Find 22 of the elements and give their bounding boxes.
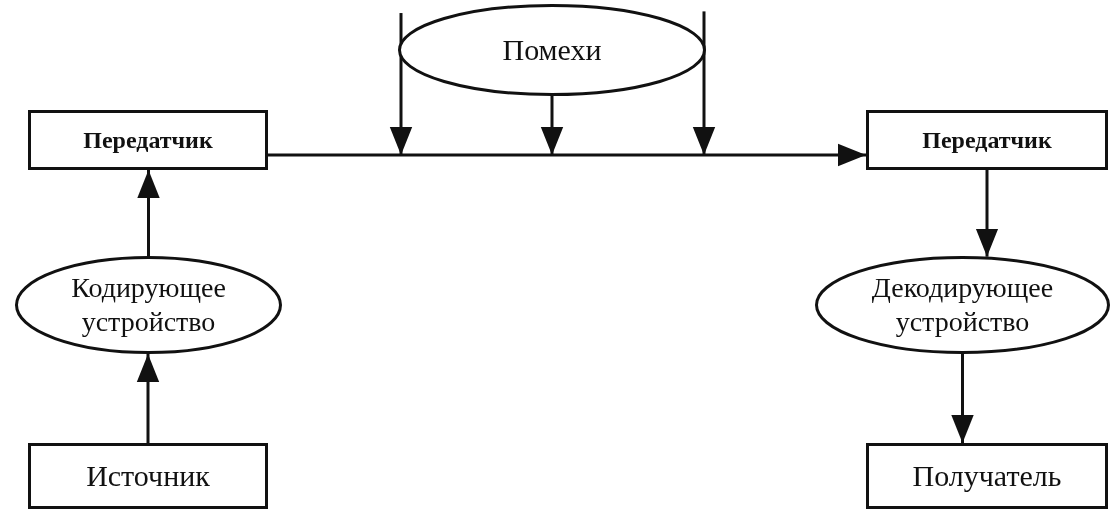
process-box: [28, 443, 268, 509]
node-label: Кодирующее устройство: [70, 271, 227, 339]
node-label: Передатчик: [83, 125, 213, 155]
node-label: Помехи: [502, 32, 602, 68]
arrow: [268, 143, 866, 167]
process-box: [866, 443, 1108, 509]
arrow: [136, 354, 160, 443]
process-box: [28, 110, 268, 170]
node-label: Декодирующее устройство: [870, 271, 1055, 339]
node-label: Источник: [86, 458, 210, 494]
arrow: [692, 11, 716, 155]
arrow: [951, 354, 974, 443]
arrow: [975, 170, 999, 257]
arrow: [389, 13, 413, 155]
node-label: Передатчик: [922, 125, 1052, 155]
ellipse-node: [398, 4, 706, 96]
arrow: [540, 96, 564, 155]
arrow: [137, 170, 160, 256]
ellipse-node: [815, 256, 1110, 354]
node-label: Получатель: [912, 458, 1062, 494]
ellipse-node: [15, 256, 282, 354]
process-box: [866, 110, 1108, 170]
